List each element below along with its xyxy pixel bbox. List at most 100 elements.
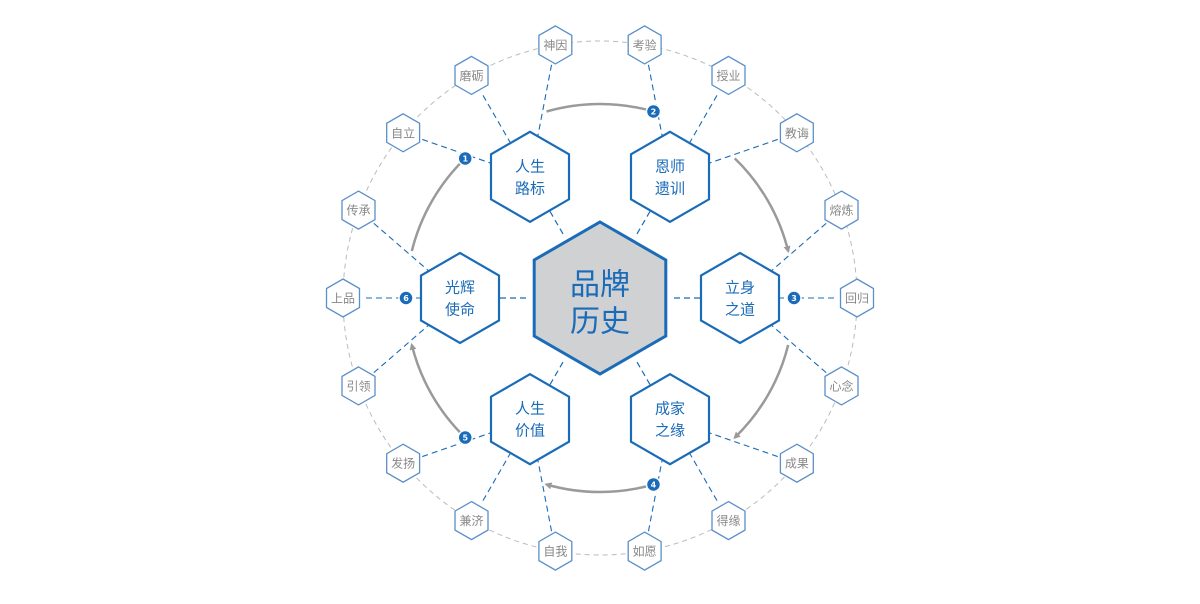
outer-node-hexagon bbox=[779, 443, 814, 483]
outer-node-hexagon bbox=[538, 25, 573, 65]
outer-node: 授业 bbox=[711, 55, 746, 96]
outer-node: 熔炼 bbox=[824, 190, 859, 230]
stage-number-badge: 4 bbox=[645, 476, 662, 493]
stage-number-badge: 1 bbox=[457, 150, 473, 167]
stage-label-line1: 人生 bbox=[515, 157, 545, 175]
stage-outer-connector bbox=[421, 431, 495, 458]
outer-node-label: 授业 bbox=[716, 68, 740, 83]
badge-circle bbox=[645, 103, 662, 120]
outer-node-hexagon bbox=[538, 531, 573, 571]
stage-outer-connector bbox=[705, 138, 779, 165]
stage-outer-connector bbox=[421, 138, 495, 165]
outer-node: 成果 bbox=[779, 443, 814, 483]
stage-outer-connector bbox=[373, 222, 432, 274]
stage-label-line1: 立身 bbox=[725, 279, 755, 297]
outer-node-hexagon bbox=[325, 278, 361, 318]
stage-label-line2: 之缘 bbox=[655, 422, 685, 440]
outer-node-label: 磨砺 bbox=[459, 69, 483, 83]
outer-node: 引领 bbox=[341, 366, 376, 406]
outer-node-label: 自立 bbox=[391, 125, 415, 140]
cycle-arrow bbox=[733, 344, 790, 440]
outer-node: 考验 bbox=[627, 25, 662, 65]
outer-node: 如愿 bbox=[627, 531, 662, 571]
badge-number: 2 bbox=[651, 108, 657, 117]
outer-node-hexagon bbox=[454, 55, 489, 96]
stage-number-badge: 6 bbox=[398, 290, 414, 306]
outer-node: 神因 bbox=[538, 25, 573, 65]
badge-circle bbox=[786, 290, 802, 306]
center-node: 品牌 历史 bbox=[532, 220, 668, 376]
stage-number-badge: 5 bbox=[457, 429, 473, 446]
outer-node: 得缘 bbox=[711, 500, 746, 541]
badge-number: 3 bbox=[791, 294, 797, 303]
stage-outer-connector bbox=[705, 431, 779, 458]
outer-node: 传承 bbox=[341, 190, 376, 230]
outer-node-hexagon bbox=[386, 113, 421, 153]
stage-hexagon bbox=[419, 251, 501, 345]
stage-label-line2: 价值 bbox=[515, 422, 545, 440]
outer-node: 兼济 bbox=[454, 500, 489, 541]
cycle-arrows bbox=[409, 102, 791, 494]
center-title-line1: 品牌 bbox=[570, 268, 630, 303]
badge-number: 1 bbox=[462, 154, 468, 163]
center-stage-connector bbox=[636, 361, 651, 385]
stage-hexagon bbox=[629, 372, 711, 466]
outer-node-label: 引领 bbox=[346, 379, 370, 393]
stage-label-line1: 人生 bbox=[515, 400, 545, 418]
stage-outer-connector bbox=[481, 451, 512, 504]
outer-node: 磨砺 bbox=[454, 55, 489, 96]
stage-label-line1: 恩师 bbox=[655, 157, 685, 175]
outer-node-hexagon bbox=[711, 500, 746, 541]
outer-node-hexagon bbox=[824, 190, 859, 230]
stage-label-line2: 遗训 bbox=[655, 179, 685, 197]
stage-hexagon bbox=[489, 130, 571, 224]
outer-node: 上品 bbox=[325, 278, 361, 318]
center-title-line2: 历史 bbox=[570, 305, 630, 340]
center-stage-connector bbox=[549, 361, 564, 385]
stage-label-line1: 成家 bbox=[655, 400, 685, 418]
outer-node: 自立 bbox=[386, 113, 421, 153]
outer-node: 发扬 bbox=[386, 443, 421, 483]
badge-number: 4 bbox=[651, 480, 657, 489]
outer-node-label: 教诲 bbox=[785, 125, 809, 140]
outer-node-label: 如愿 bbox=[633, 544, 657, 559]
outer-node-label: 考验 bbox=[633, 37, 657, 52]
outer-node-hexagon bbox=[627, 25, 662, 65]
center-hexagon bbox=[532, 220, 668, 376]
stage-label-line1: 光辉 bbox=[445, 279, 475, 297]
outer-node: 教诲 bbox=[779, 113, 814, 153]
stage-label-line2: 之道 bbox=[725, 301, 755, 319]
outer-node-label: 神因 bbox=[543, 38, 567, 52]
stage-outer-connector bbox=[647, 456, 664, 532]
outer-node-hexagon bbox=[386, 443, 421, 483]
stage-hexagon bbox=[489, 372, 571, 466]
stage-hexagon bbox=[699, 251, 781, 345]
stage-number-badges: 1 2 3 4 5 6 bbox=[398, 103, 802, 493]
outer-node-label: 上品 bbox=[331, 292, 355, 306]
stage-outer-connector bbox=[768, 322, 827, 374]
outer-node-hexagon bbox=[711, 55, 746, 96]
cycle-arrow bbox=[546, 102, 656, 114]
outer-node-label: 兼济 bbox=[459, 513, 483, 528]
stage-outer-connector bbox=[536, 64, 553, 140]
outer-node-hexagon bbox=[779, 113, 814, 153]
outer-node: 自我 bbox=[538, 531, 573, 571]
outer-node-label: 回归 bbox=[845, 292, 869, 306]
cycle-arrow bbox=[410, 156, 467, 252]
center-stage-connector bbox=[549, 211, 564, 235]
stage-outer-connector bbox=[688, 92, 719, 145]
cycle-arrow bbox=[733, 157, 791, 254]
outer-node: 心念 bbox=[824, 366, 859, 406]
badge-number: 5 bbox=[462, 434, 468, 443]
outer-node-hexagon bbox=[341, 366, 376, 406]
stage-outer-connector bbox=[768, 222, 827, 274]
badge-circle bbox=[457, 429, 473, 446]
outer-node-hexagon bbox=[627, 531, 662, 571]
